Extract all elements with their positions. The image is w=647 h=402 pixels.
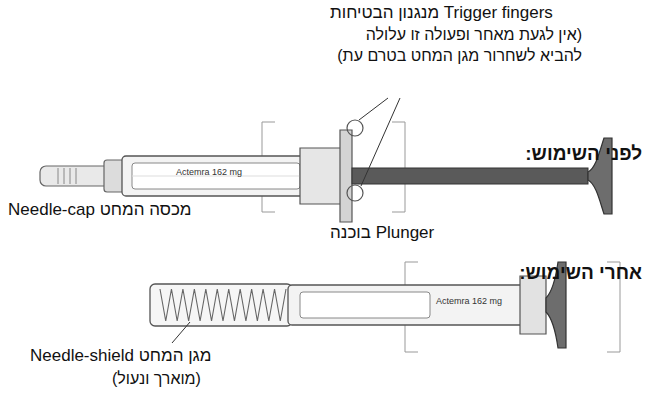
section-heading: לפני השימוש:	[525, 143, 642, 164]
part-label: מנגנון הבטיחות Trigger fingers	[330, 2, 553, 23]
syringe-print: Actemra 162 mg	[176, 166, 242, 178]
syringe-print: Actemra 162 mg	[436, 295, 502, 307]
part-label: Needle-cap מכסה המחט	[8, 199, 192, 220]
warning-note: (אין לגעת מאחר ופעולה זו עלולה להביא לשח…	[324, 24, 582, 66]
part-note: (מוארך ונעול)	[112, 368, 201, 389]
part-label: Needle-shield מגן המחט	[30, 345, 211, 366]
section-heading: אחרי השימוש:	[519, 262, 642, 283]
part-label: בוכנה Plunger	[330, 222, 434, 243]
